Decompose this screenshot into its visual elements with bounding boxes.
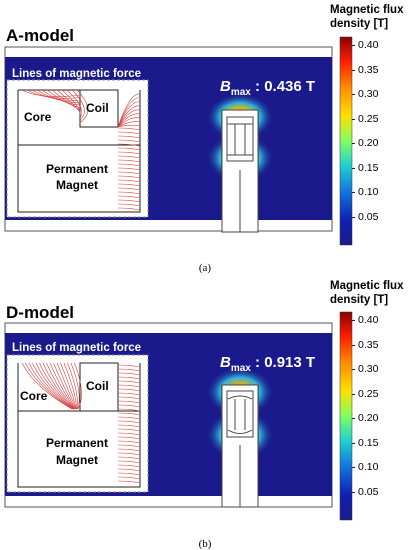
coil-label: Coil — [86, 379, 109, 393]
colorbar-tick-label: 0.15 — [358, 436, 379, 449]
bmax-symbol: B — [220, 78, 231, 95]
inset-box — [6, 79, 149, 218]
colorbar-tick-label: 0.35 — [358, 63, 379, 76]
colorbar-tick-mark — [352, 45, 355, 46]
colorbar-gradient — [339, 311, 353, 521]
colorbar-tick-mark — [352, 467, 355, 468]
caption-b: (b) — [198, 538, 212, 550]
colorbar-tick-mark — [352, 69, 355, 71]
magnet-label-line1: Permanent — [45, 436, 109, 450]
bmax-subscript: max — [230, 87, 251, 98]
magnet-label-line1: Permanent — [45, 162, 109, 176]
colorbar-tick-label: 0.05 — [358, 485, 379, 498]
colorbar-tick-mark — [352, 418, 355, 419]
colorbar-tick-mark — [352, 442, 355, 444]
bmax-symbol: B — [220, 354, 231, 371]
colorbar-title-line2: density [T] — [330, 294, 389, 306]
colorbar-tick-label: 0.30 — [358, 363, 379, 375]
colorbar-tick-mark — [352, 167, 355, 169]
colorbar-tick-mark — [352, 344, 355, 346]
colorbar-tick-mark — [352, 216, 355, 218]
colorbar-tick-mark — [352, 94, 355, 95]
colorbar-title-line1: Magnetic flux — [330, 280, 404, 292]
colorbar-tick-mark — [352, 143, 355, 144]
colorbar-tick-mark — [352, 393, 355, 395]
model-title: D-model — [6, 303, 74, 322]
colorbar-tick-label: 0.10 — [358, 461, 379, 473]
magnetic-force-lines — [21, 89, 141, 211]
lines-of-force-title: Lines of magnetic force — [12, 68, 142, 80]
caption-a: (a) — [198, 262, 212, 274]
colorbar-tick-label: 0.15 — [358, 161, 379, 174]
panel-a: A-model Magnetic flux density [T] — [4, 4, 404, 274]
colorbar-tick-label: 0.40 — [358, 314, 379, 326]
coil-block — [79, 89, 119, 128]
colorbar-title-line1: Magnetic flux — [330, 4, 404, 16]
colorbar-tick-label: 0.40 — [358, 39, 379, 51]
flux-density-plot — [4, 46, 333, 233]
bmax-readout: Bmax : 0.913 T — [220, 354, 315, 374]
colorbar-tick-mark — [352, 192, 355, 193]
panel-b: D-model Magnetic flux density [T] — [0, 275, 410, 550]
bmax-readout: Bmax : 0.436 T — [220, 78, 315, 98]
lines-of-force-title: Lines of magnetic force — [12, 342, 142, 354]
colorbar-tick-label: 0.05 — [358, 210, 379, 223]
core-label: Core — [24, 110, 52, 124]
colorbar-tick-mark — [352, 369, 355, 370]
colorbar-tick-label: 0.20 — [358, 412, 379, 424]
magnetic-force-lines — [21, 362, 141, 484]
colorbar — [339, 36, 353, 246]
colorbar-tick-label: 0.20 — [358, 137, 379, 149]
magnet-label-line2: Magnet — [56, 453, 98, 467]
colorbar-tick-label: 0.30 — [358, 88, 379, 100]
coil-label: Coil — [86, 101, 109, 115]
colorbar-tick-mark — [352, 491, 355, 493]
colorbar-gradient — [339, 36, 353, 246]
magnet-label-line2: Magnet — [56, 178, 98, 192]
flux-density-plot — [4, 322, 333, 508]
core-label: Core — [20, 389, 48, 403]
bmax-subscript: max — [230, 363, 251, 374]
core-element — [226, 390, 254, 438]
model-title: A-model — [6, 26, 74, 45]
colorbar-tick-label: 0.25 — [358, 112, 379, 125]
colorbar-title-line2: density [T] — [330, 18, 389, 30]
colorbar-tick-label: 0.35 — [358, 338, 379, 351]
colorbar-tick-label: 0.10 — [358, 186, 379, 198]
coil-block — [79, 362, 119, 412]
colorbar-tick-mark — [352, 320, 355, 321]
colorbar-tick-label: 0.25 — [358, 387, 379, 400]
colorbar-tick-mark — [352, 118, 355, 120]
bmax-value: : 0.913 T — [255, 354, 316, 371]
bmax-value: : 0.436 T — [255, 78, 316, 95]
colorbar — [339, 311, 353, 521]
